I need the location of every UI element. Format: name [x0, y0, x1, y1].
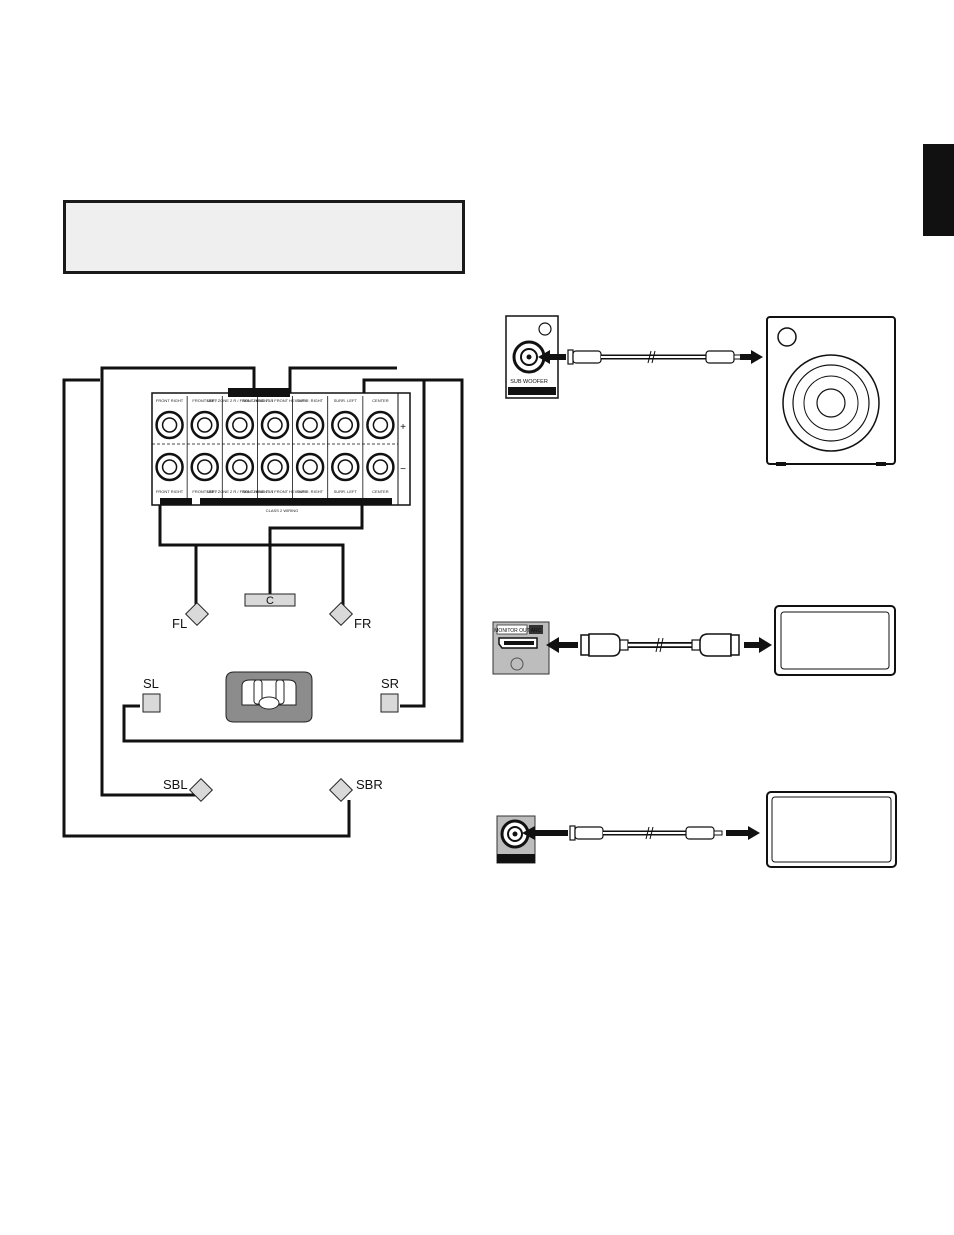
terminal-label-top: FRONT LEFT [192, 398, 217, 403]
binding-post-ring [372, 417, 389, 433]
binding-post-bottom [295, 452, 325, 482]
wire-sbl-pos [288, 366, 397, 395]
binding-post-bottom [225, 452, 255, 482]
terminal-label-bottom: FRONT LEFT [192, 489, 217, 494]
speaker-fl: FL [172, 601, 210, 631]
tv-icon [774, 605, 896, 676]
terminal-label-bottom: SBL / ZONE 2 L / FRONT HEIGHT L [243, 489, 309, 494]
rca-connection: IR IN [496, 791, 897, 868]
arrow-left-icon [522, 826, 568, 840]
speakers-title: SPEAKERS (8Ω) [259, 500, 306, 506]
receiver-speaker-panel: AMP SPEAKERS (8Ω) CLASS 2 WIRING + − FRO… [151, 388, 411, 513]
arrow-left-icon [546, 637, 578, 653]
speaker-fr: FR [328, 601, 371, 631]
binding-post-ring [196, 417, 213, 433]
binding-post-top [155, 410, 184, 440]
label-fr: FR [354, 616, 371, 631]
speaker-sl: SL [142, 676, 161, 713]
wire-c [268, 503, 364, 594]
terminal-label-top: SBR / ZONE 2 R / FRONT HEIGHT R [206, 398, 273, 403]
binding-post-ring [267, 459, 283, 475]
terminal-label-bottom: SBR / ZONE 2 R / FRONT HEIGHT R [206, 489, 273, 494]
binding-post-ring [161, 417, 178, 433]
binding-post-top [260, 410, 290, 440]
speaker-sr: SR [380, 676, 399, 713]
binding-post-bottom [260, 452, 290, 482]
binding-post-top [331, 410, 360, 440]
binding-post-bottom [366, 452, 395, 482]
binding-post-ring [161, 459, 178, 475]
listener-seat [225, 671, 313, 723]
wire-sbr [62, 378, 351, 838]
binding-post-ring [337, 459, 354, 475]
binding-post-top [366, 410, 395, 440]
terminal-label-bottom: SURR. LEFT [334, 489, 358, 494]
binding-post-ring [372, 459, 389, 475]
label-sbr: SBR [356, 777, 383, 792]
label-sl: SL [143, 676, 159, 691]
subwoofer-jack-label: SUB WOOFER [510, 379, 548, 385]
arrow-right-icon [740, 350, 763, 364]
speaker-wiring [62, 366, 464, 838]
label-sr: SR [381, 676, 399, 691]
terminal-label-top: FRONT RIGHT [156, 398, 184, 403]
binding-post-ring [232, 417, 248, 433]
wire-fr [158, 503, 345, 608]
hdmi-panel-label: MONITOR OUT [494, 628, 529, 634]
arrow-right-icon [726, 826, 760, 840]
plus-label: + [400, 422, 406, 433]
preout-label: PRE-OUT [519, 390, 546, 396]
binding-post-ring [302, 417, 318, 433]
binding-post-top [225, 410, 255, 440]
binding-post-ring [232, 459, 248, 475]
binding-post-bottom [155, 452, 184, 482]
label-fl: FL [172, 616, 187, 631]
rca-panel-label: IR IN [502, 857, 514, 863]
terminal-label-bottom: CENTER [372, 489, 389, 494]
label-c: C [266, 595, 274, 607]
subwoofer-icon [766, 316, 896, 466]
amp-tag [228, 388, 290, 397]
binding-post-ring [302, 459, 318, 475]
terminal-label-top: SBL / ZONE 2 L / FRONT HEIGHT L [243, 398, 309, 403]
terminal-group: FRONT RIGHT FRONT RIGHT FRONT LEFT FRONT LE… [155, 396, 395, 498]
terminal-label-bottom: SURR. RIGHT [297, 489, 324, 494]
subwoofer-connection: SUB WOOFER PRE-OUT [505, 315, 896, 466]
binding-post-ring [267, 417, 283, 433]
device-icon [766, 791, 897, 868]
speaker-sbr: SBR [328, 777, 383, 803]
class-wiring: CLASS 2 WIRING [266, 508, 298, 513]
speaker-c: C [244, 593, 296, 607]
binding-post-top [190, 410, 219, 440]
wire-sbl [100, 366, 256, 797]
wire-sl [122, 378, 464, 743]
arrow-left-icon [538, 350, 566, 364]
amp-label: AMP [251, 391, 264, 397]
hdmi-panel-tag: ARC [531, 628, 542, 634]
page-tab [923, 144, 954, 236]
note-box [63, 200, 465, 274]
binding-post-bottom [190, 452, 219, 482]
binding-post-bottom [331, 452, 360, 482]
terminal-label-top: SURR. RIGHT [297, 398, 324, 403]
binding-post-ring [337, 417, 354, 433]
hdmi-connection: MONITOR OUT ARC [492, 605, 896, 676]
minus-label: − [400, 464, 406, 475]
binding-post-ring [196, 459, 213, 475]
speaker-sbl: SBL [163, 777, 214, 803]
binding-post-top [295, 410, 325, 440]
label-sbl: SBL [163, 777, 188, 792]
terminal-label-top: SURR. LEFT [334, 398, 358, 403]
terminal-label-bottom: FRONT RIGHT [156, 489, 184, 494]
terminal-label-top: CENTER [372, 398, 389, 403]
arrow-right-icon [744, 637, 772, 653]
